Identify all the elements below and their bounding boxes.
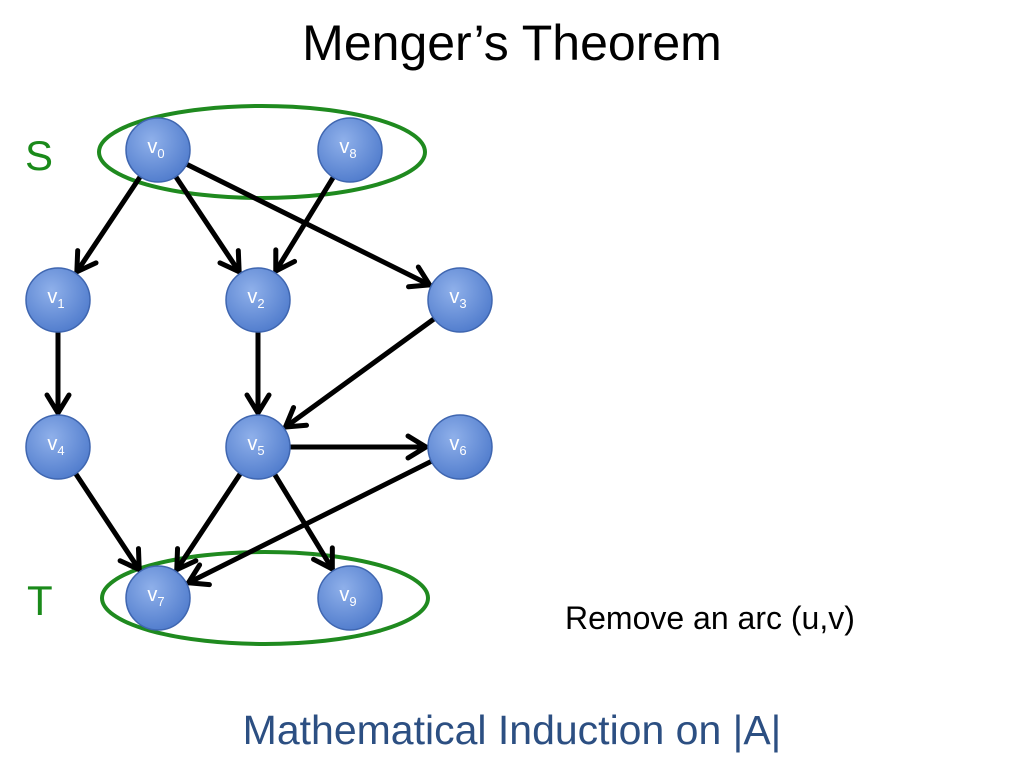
node-v4: v4: [25, 414, 91, 480]
edge-v5-v6: [287, 433, 429, 461]
node-v3: v3: [427, 267, 493, 333]
node-v2: v2: [225, 267, 291, 333]
node-label: v4: [47, 433, 64, 458]
edge-v5-v7: [174, 471, 243, 573]
edge-v0-v1: [74, 174, 143, 275]
node-label: v9: [339, 584, 356, 609]
caption: Remove an arc (u,v): [565, 600, 855, 636]
node-label: v7: [147, 584, 164, 609]
set-ellipses: [97, 104, 430, 646]
edge-v5-v9: [272, 471, 335, 572]
edge-v1-v4: [44, 329, 72, 416]
edge-v0-v3: [184, 161, 433, 290]
node-v9: v9: [317, 565, 383, 631]
target-set-label: T: [27, 577, 53, 624]
node-label: v0: [147, 136, 164, 161]
node-v7: v7: [125, 565, 191, 631]
node-label: v8: [339, 136, 356, 161]
nodes: v0 v8 v1 v2 v3 v4 v5 v6 v7 v9: [25, 117, 493, 631]
set-ellipse-t: [100, 550, 430, 646]
node-label: v5: [247, 433, 264, 458]
edge-v4-v7: [73, 471, 142, 573]
edges: [44, 161, 437, 588]
node-label: v3: [449, 286, 466, 311]
edge-v0-v2: [173, 174, 242, 275]
node-v6: v6: [427, 414, 493, 480]
edge-v8-v2: [273, 174, 336, 274]
source-set-label: S: [25, 132, 54, 179]
edge-v2-v5: [244, 329, 272, 416]
footer: Mathematical Induction on |A|: [242, 707, 782, 753]
edge-v3-v5: [282, 316, 437, 430]
node-v1: v1: [25, 267, 91, 333]
node-v8: v8: [317, 117, 383, 183]
node-v0: v0: [125, 117, 191, 183]
node-label: v1: [47, 286, 64, 311]
node-v5: v5: [225, 414, 291, 480]
set-ellipse-s: [97, 104, 427, 200]
edge-v6-v7: [185, 458, 434, 588]
node-label: v2: [247, 286, 264, 311]
node-label: v6: [449, 433, 466, 458]
slide-title: Menger’s Theorem: [302, 15, 722, 71]
